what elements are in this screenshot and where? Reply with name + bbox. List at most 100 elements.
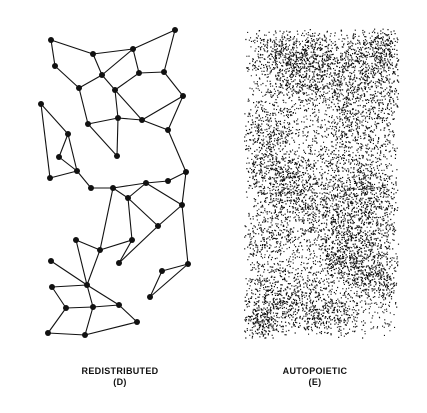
network-edge	[127, 182, 147, 199]
network-node	[52, 63, 58, 69]
network-node	[88, 185, 94, 191]
network-node	[90, 304, 96, 310]
network-node	[134, 319, 140, 325]
network-node	[38, 101, 44, 107]
network-node	[143, 180, 149, 186]
network-edge	[117, 117, 143, 121]
network-node	[63, 305, 69, 311]
network-edge	[75, 239, 101, 251]
network-edge	[141, 119, 169, 131]
network-edge	[99, 239, 133, 251]
network-edge	[47, 332, 86, 336]
network-edge	[118, 239, 133, 264]
network-node	[84, 282, 90, 288]
network-node	[48, 37, 54, 43]
network-node	[116, 260, 122, 266]
network-edge	[116, 117, 119, 157]
network-node	[180, 93, 186, 99]
network-edge	[76, 170, 92, 189]
network-edge	[84, 306, 94, 336]
network-edge	[99, 187, 114, 251]
network-edge	[118, 304, 138, 323]
network-edge	[49, 170, 78, 179]
network-node	[185, 261, 191, 267]
network-edge	[75, 239, 88, 286]
network-edge	[92, 48, 134, 55]
network-edge	[167, 129, 187, 173]
network-node	[90, 51, 96, 57]
network-edge	[132, 48, 140, 74]
network-edge	[157, 204, 183, 227]
network-edge	[78, 74, 103, 89]
network-node	[179, 202, 185, 208]
network-edge	[86, 249, 101, 286]
network-edge	[149, 263, 189, 298]
network-node	[125, 195, 131, 201]
caption-label-d: (D)	[113, 377, 127, 387]
network-edge	[112, 182, 147, 189]
caption-title-d: REDISTRIBUTED	[81, 366, 159, 376]
network-node	[130, 46, 136, 52]
network-edge	[50, 260, 88, 286]
network-edge	[58, 156, 78, 172]
network-edge	[163, 29, 176, 73]
network-edge	[78, 87, 89, 125]
network-edge	[181, 204, 189, 265]
redistributed-network	[38, 27, 191, 338]
network-node	[161, 69, 167, 75]
network-node	[147, 294, 153, 300]
network-edge	[101, 48, 134, 76]
network-node	[172, 27, 178, 33]
network-node	[45, 330, 51, 336]
network-edge	[101, 74, 116, 91]
network-edge	[141, 95, 184, 121]
network-node	[97, 247, 103, 253]
network-node	[110, 185, 116, 191]
network-edge	[40, 103, 51, 179]
network-edge	[87, 123, 118, 157]
network-edge	[47, 307, 67, 334]
network-node	[56, 154, 62, 160]
caption-autopoietic: AUTOPOIETIC (E)	[255, 366, 375, 388]
network-edge	[127, 197, 159, 227]
network-node	[165, 127, 171, 133]
network-node	[159, 268, 165, 274]
network-node	[114, 153, 120, 159]
network-edge	[149, 270, 163, 298]
network-node	[49, 284, 55, 290]
network-edge	[51, 286, 67, 309]
autopoietic-stipple	[244, 28, 400, 339]
stipple-dots	[244, 28, 400, 339]
caption-redistributed: REDISTRIBUTED (D)	[60, 366, 180, 388]
caption-label-e: (E)	[308, 377, 322, 387]
network-edge	[58, 133, 69, 158]
network-edge	[181, 171, 187, 206]
network-node	[76, 85, 82, 91]
network-node	[129, 237, 135, 243]
network-edge	[67, 133, 78, 172]
network-edge	[114, 89, 119, 119]
network-node	[48, 258, 54, 264]
network-edge	[132, 29, 176, 50]
network-edge	[86, 284, 120, 306]
network-edge	[161, 263, 189, 272]
network-edge	[84, 321, 138, 336]
network-node	[85, 121, 91, 127]
network-node	[82, 332, 88, 338]
network-edge	[138, 71, 165, 74]
network-edge	[92, 304, 120, 308]
network-node	[74, 168, 80, 174]
network-edge	[112, 187, 129, 199]
network-edge	[118, 225, 159, 264]
network-node	[73, 237, 79, 243]
network-node	[155, 223, 161, 229]
network-edge	[145, 180, 169, 184]
network-node	[115, 115, 121, 121]
network-edge	[114, 72, 140, 91]
network-edge	[86, 284, 94, 308]
network-node	[116, 302, 122, 308]
network-edge	[40, 103, 69, 135]
network-edge	[145, 182, 183, 206]
